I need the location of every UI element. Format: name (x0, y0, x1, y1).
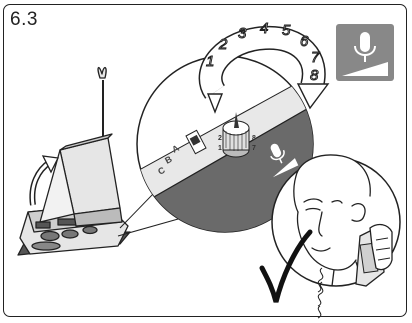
dial-number: 8 (310, 67, 319, 84)
person-on-phone-illustration (272, 155, 400, 318)
dial-number: 2 (218, 36, 228, 53)
phone-cord (318, 306, 321, 318)
microphone-volume-icon (336, 24, 394, 81)
dial-number: 7 (311, 49, 320, 66)
dial-number: 6 (300, 33, 309, 50)
knob-number: 8 (252, 135, 256, 142)
knob-number: 7 (252, 145, 256, 152)
phone-cord (318, 282, 323, 306)
dial-number: 1 (206, 53, 214, 70)
dial-number: 5 (282, 22, 291, 39)
headset-base-illustration (18, 68, 130, 255)
knob-number: 2 (218, 135, 222, 142)
dial-number: 3 (238, 25, 247, 42)
dial-number: 4 (260, 20, 268, 37)
headset-holder-icon (98, 68, 106, 78)
knob-number: 1 (218, 145, 222, 152)
